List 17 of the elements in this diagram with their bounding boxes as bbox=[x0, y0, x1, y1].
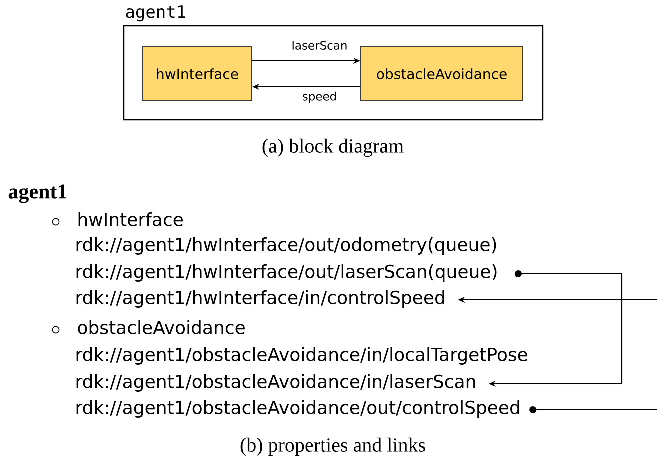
component-box: hwInterface bbox=[142, 46, 252, 102]
component-box: obstacleAvoidance bbox=[360, 46, 524, 102]
property-text: rdk://agent1/obstacleAvoidance/in/localTargetPose bbox=[76, 348, 528, 365]
edge-label: laserScan bbox=[292, 41, 347, 50]
caption: (a) block diagram bbox=[262, 138, 404, 158]
component-name: hwInterface bbox=[78, 212, 183, 226]
caption: (b) properties and links bbox=[240, 438, 426, 456]
property-text: rdk://agent1/hwInterface/out/odometry(queue) bbox=[76, 238, 496, 255]
property-text: rdk://agent1/hwInterface/out/laserScan(queue) bbox=[76, 264, 497, 282]
property-text: rdk://agent1/hwInterface/in/controlSpeed bbox=[76, 290, 444, 308]
property-text: rdk://agent1/obstacleAvoidance/in/laserScan bbox=[76, 374, 476, 392]
property-text: rdk://agent1/obstacleAvoidance/out/controlSpeed bbox=[76, 400, 520, 418]
component-name: obstacleAvoidance bbox=[78, 320, 245, 334]
node-label: agent1 bbox=[126, 6, 186, 22]
edge-label: speed bbox=[303, 92, 336, 104]
link-line bbox=[530, 406, 657, 414]
heading: agent1 bbox=[8, 184, 67, 204]
